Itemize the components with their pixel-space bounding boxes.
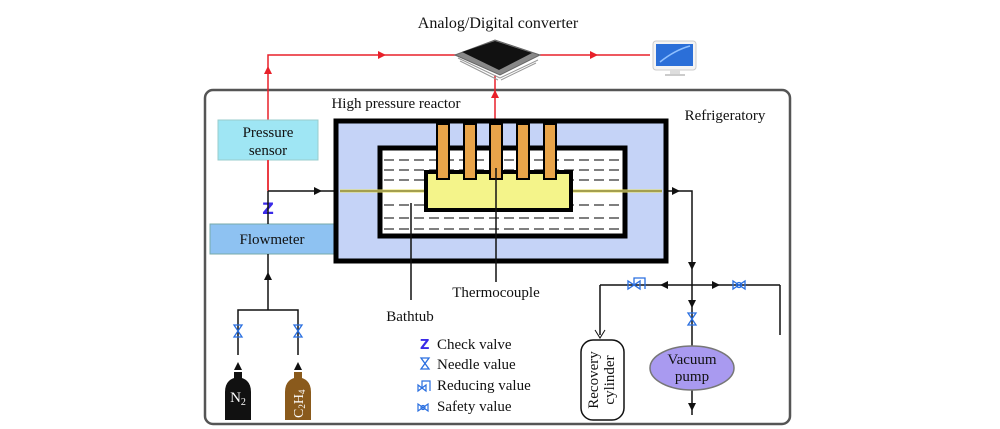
n2-cylinder [225,372,251,420]
computer-monitor-icon [652,40,697,76]
converter-title: Analog/Digital converter [418,15,579,32]
ad-converter-chip-icon [453,39,542,81]
legend-label-safety-valve: Safety value [437,399,512,415]
vacuum-label-2: pump [675,369,709,385]
c2h4-label: C2H4 [292,389,307,418]
legend-needle-valve-icon [419,357,431,370]
legend-check-valve-icon: Z [420,338,429,353]
reducing-valve-icon [627,277,646,291]
bathtub-label: Bathtub [386,309,434,325]
legend-reducing-valve-icon [417,380,431,393]
safety-valve-icon [732,279,746,291]
refrigeratory-box [203,88,792,426]
reactor-label: High pressure reactor [331,96,460,112]
legend-label-needle-valve: Needle value [437,357,516,373]
flowmeter-box [209,223,336,255]
recovery-label-1: Recovery [586,351,602,409]
n2-label: N2 [230,390,246,408]
needle-valve-icon [232,312,698,338]
legend-label-reducing-valve: Reducing value [437,378,531,394]
pressure-sensor-box [217,119,319,161]
legend-safety-valve-icon [417,402,429,413]
high-pressure-reactor [333,118,669,300]
vacuum-pump [649,345,735,391]
pipe-arrows [234,187,720,411]
refrigeratory-label: Refrigeratory [685,108,766,124]
pressure-sensor-label-1: Pressure [243,125,294,141]
legend: Z Check valve Needle value Reducing valu… [417,337,531,415]
thermocouple-rods [436,123,557,180]
legend-label-check-valve: Check valve [437,337,512,353]
vacuum-label-1: Vacuum [667,352,716,368]
bath-liquid-lines [384,159,622,230]
recovery-cylinder [580,339,625,421]
c2h4-cylinder [285,372,311,420]
recovery-label-2: cylinder [602,355,618,404]
thermocouple-label: Thermocouple [452,285,540,301]
signal-arrows [264,51,598,98]
flowmeter-label: Flowmeter [240,232,305,248]
pressure-sensor-label-2: sensor [249,143,287,159]
